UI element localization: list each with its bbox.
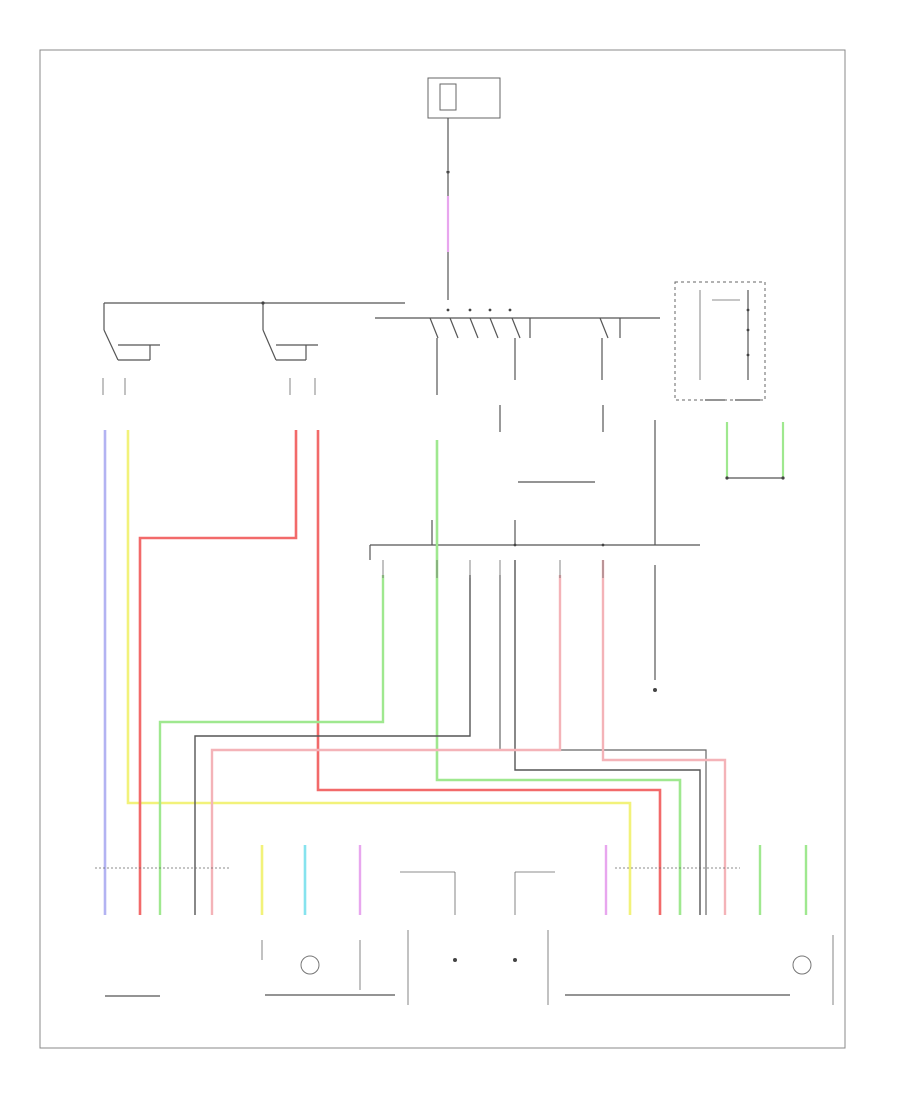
- diagram-frame: [39, 49, 846, 1049]
- wire-green-b: [158, 575, 385, 915]
- left-switch-b: [262, 329, 318, 361]
- wire-pink-c: [601, 560, 727, 915]
- left-ecu-connector: [102, 378, 316, 395]
- wire-green-a: [435, 440, 682, 915]
- ground-switch-module: [725, 422, 785, 480]
- left-bulbs: [260, 845, 362, 990]
- center-switch-group: [429, 317, 621, 339]
- left-switch-a: [103, 329, 160, 361]
- wire-red-left: [138, 430, 298, 915]
- right-bulbs: [604, 845, 812, 975]
- wire-yellow: [126, 430, 632, 915]
- switch-assembly-box: [674, 281, 766, 401]
- fuse-block: [427, 77, 501, 119]
- wire-black-a: [194, 575, 471, 915]
- wire-pink-left: [316, 430, 662, 915]
- wire-black-b: [514, 560, 701, 915]
- mid-connectors: [382, 560, 604, 578]
- wire-pink-b: [210, 575, 562, 915]
- center-units: [400, 871, 555, 1005]
